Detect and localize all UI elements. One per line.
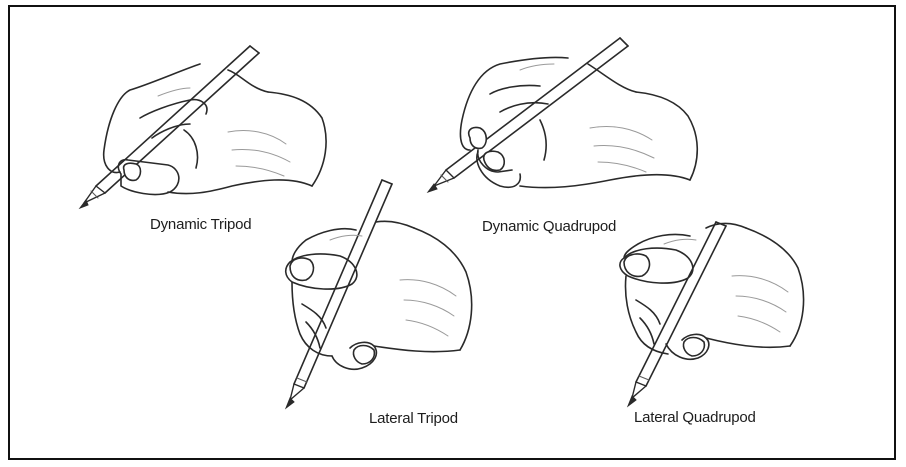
dynamic-tripod-hand-illustration [80,46,326,208]
dynamic-quadrupod-label: Dynamic Quadrupod [482,218,616,235]
lateral-quadrupod-label: Lateral Quadrupod [634,409,756,426]
lateral-tripod-label: Lateral Tripod [369,410,458,427]
dynamic-quadrupod-hand-illustration [428,38,697,192]
lateral-tripod-hand-illustration [286,180,472,408]
lateral-quadrupod-hand-illustration [620,222,804,406]
dynamic-tripod-label: Dynamic Tripod [150,216,251,233]
